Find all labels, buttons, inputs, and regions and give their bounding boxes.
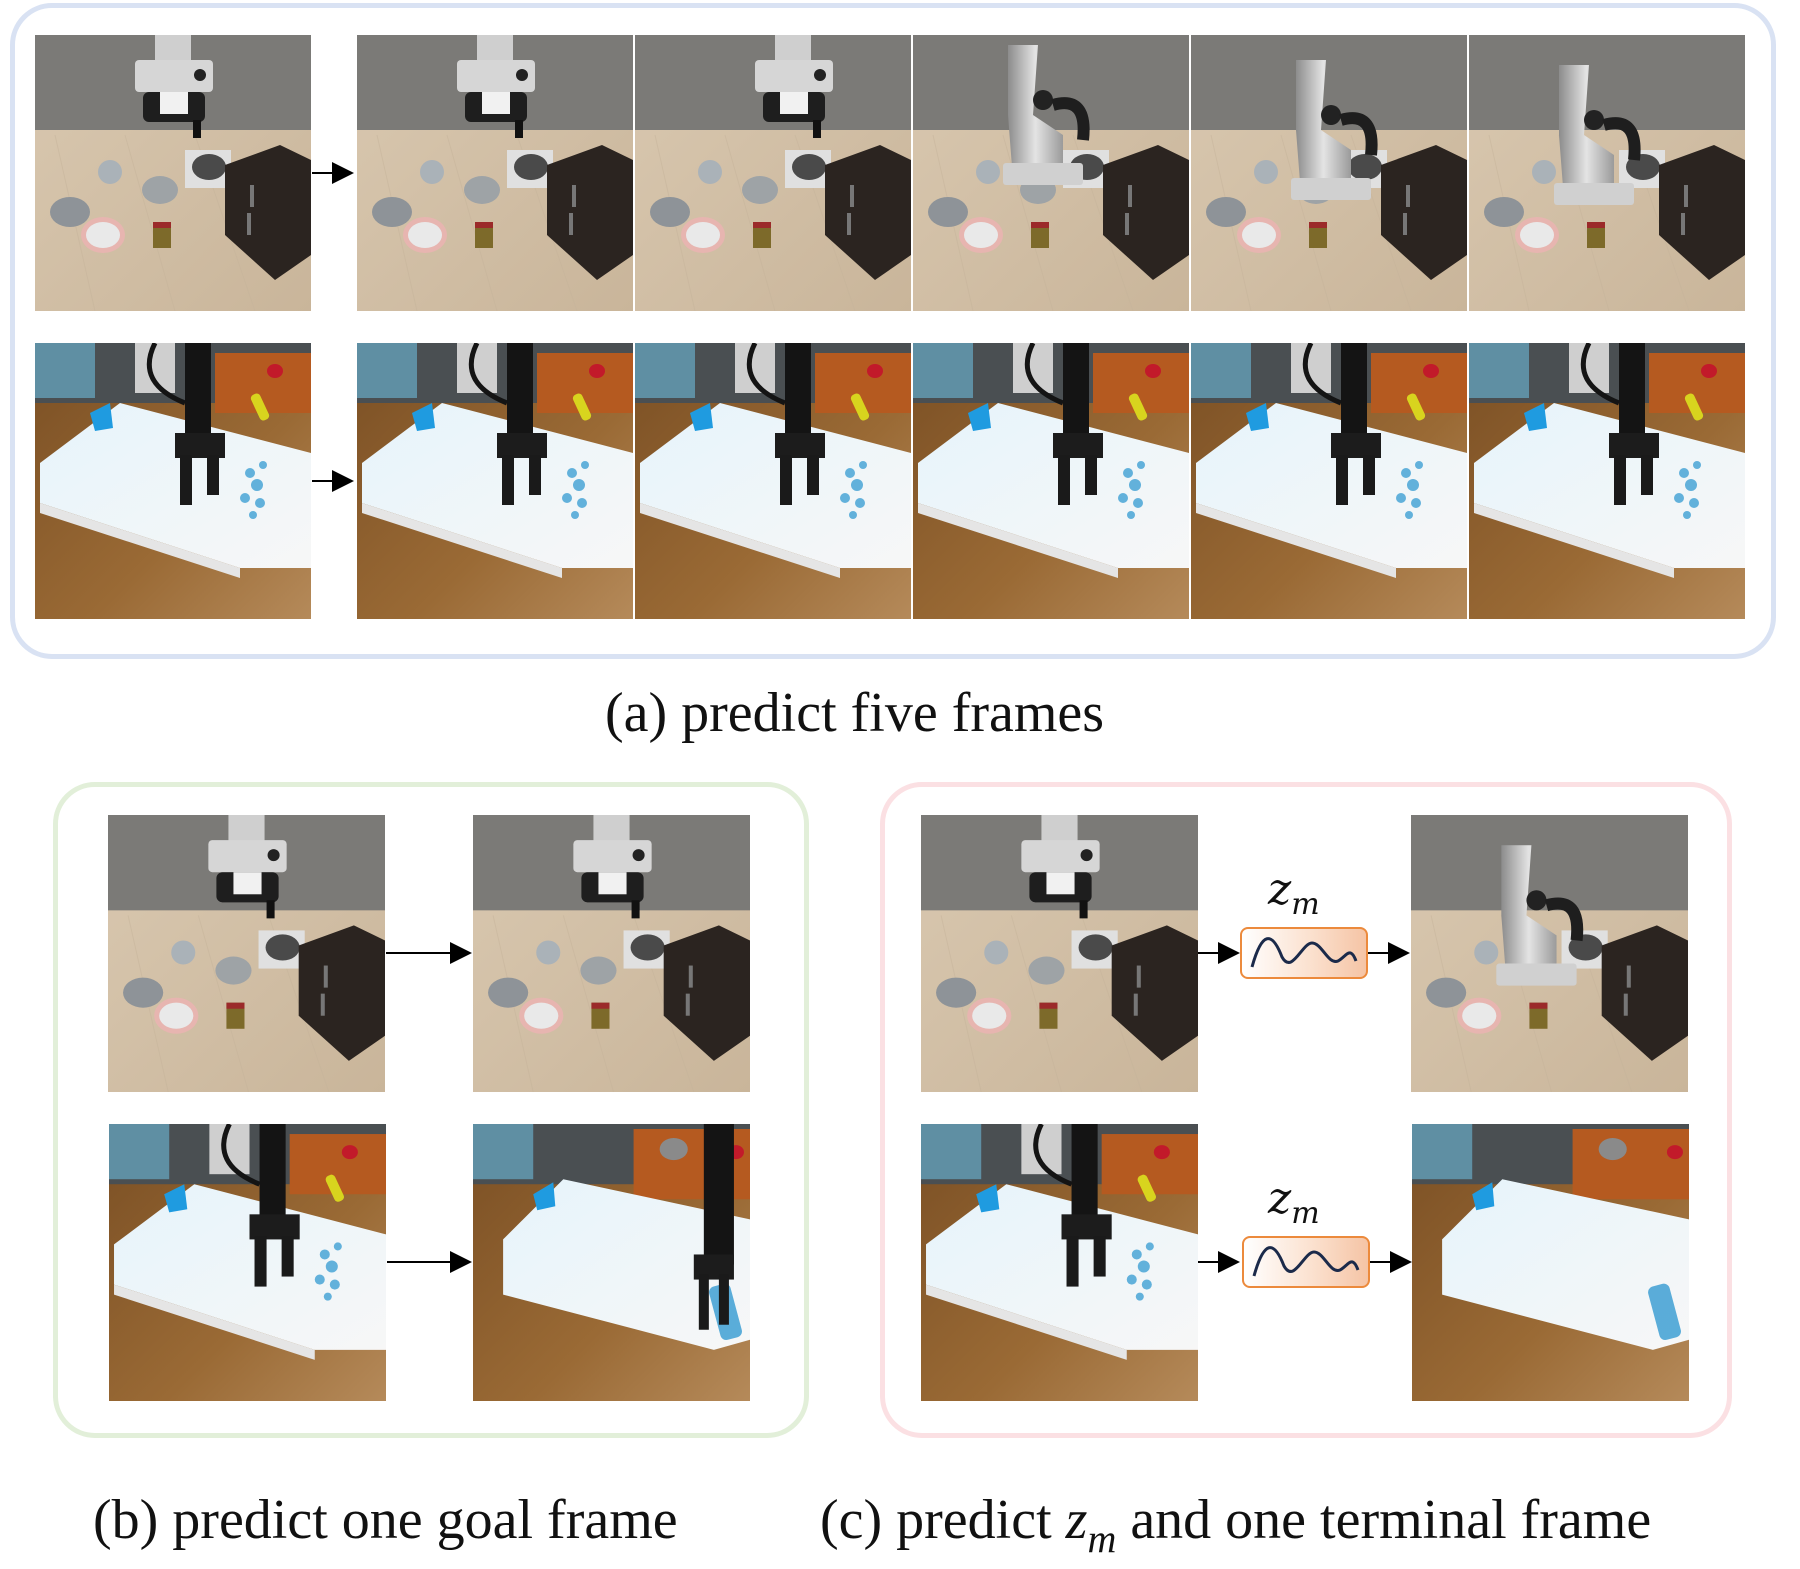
panel-b-row1-goal-frame <box>473 815 750 1092</box>
panel-a-row1-predicted-frame-2 <box>635 35 911 311</box>
panel-a-row2-predicted-frame-3 <box>913 343 1189 619</box>
panel-c-row1-input-frame <box>921 815 1198 1092</box>
wave-icon <box>1252 1246 1360 1277</box>
panel-c-row2-input-frame <box>921 1124 1198 1401</box>
panel-a-row2-predicted-frame-1 <box>357 343 633 619</box>
panel-a-row2-input-frame <box>35 343 311 619</box>
panel-c-row1-terminal-frame <box>1411 815 1688 1092</box>
panel-a-row1-predicted-frame-4 <box>1191 35 1467 311</box>
panel-c-row2-terminal-frame <box>1412 1124 1689 1401</box>
panel-c-row2-latent-zm-box <box>1242 1236 1370 1288</box>
panel-c-caption: (c) predict zm and one terminal frame <box>820 1489 1652 1561</box>
wave-icon <box>1250 937 1358 968</box>
panel-a-row1-predicted-frame-1 <box>357 35 633 311</box>
panel-b-row2-goal-frame <box>473 1124 750 1401</box>
panel-c-row2-latent-label: zm <box>1268 1173 1320 1231</box>
panel-a-row2-predicted-frame-5 <box>1469 343 1745 619</box>
panel-a-row1-input-frame <box>35 35 311 311</box>
panel-b-row1-input-frame <box>108 815 385 1092</box>
panel-c-row1-latent-label: zm <box>1268 864 1320 922</box>
panel-a-row2-predicted-frame-2 <box>635 343 911 619</box>
panel-a-caption: (a) predict five frames <box>605 682 1105 744</box>
panel-a-row1-predicted-frame-3 <box>913 35 1189 311</box>
panel-b-caption: (b) predict one goal frame <box>93 1489 678 1551</box>
panel-a-row1-predicted-frame-5 <box>1469 35 1745 311</box>
panel-a-row2-predicted-frame-4 <box>1191 343 1467 619</box>
panel-c-row1-latent-zm-box <box>1240 927 1368 979</box>
panel-b-row2-input-frame <box>109 1124 386 1401</box>
